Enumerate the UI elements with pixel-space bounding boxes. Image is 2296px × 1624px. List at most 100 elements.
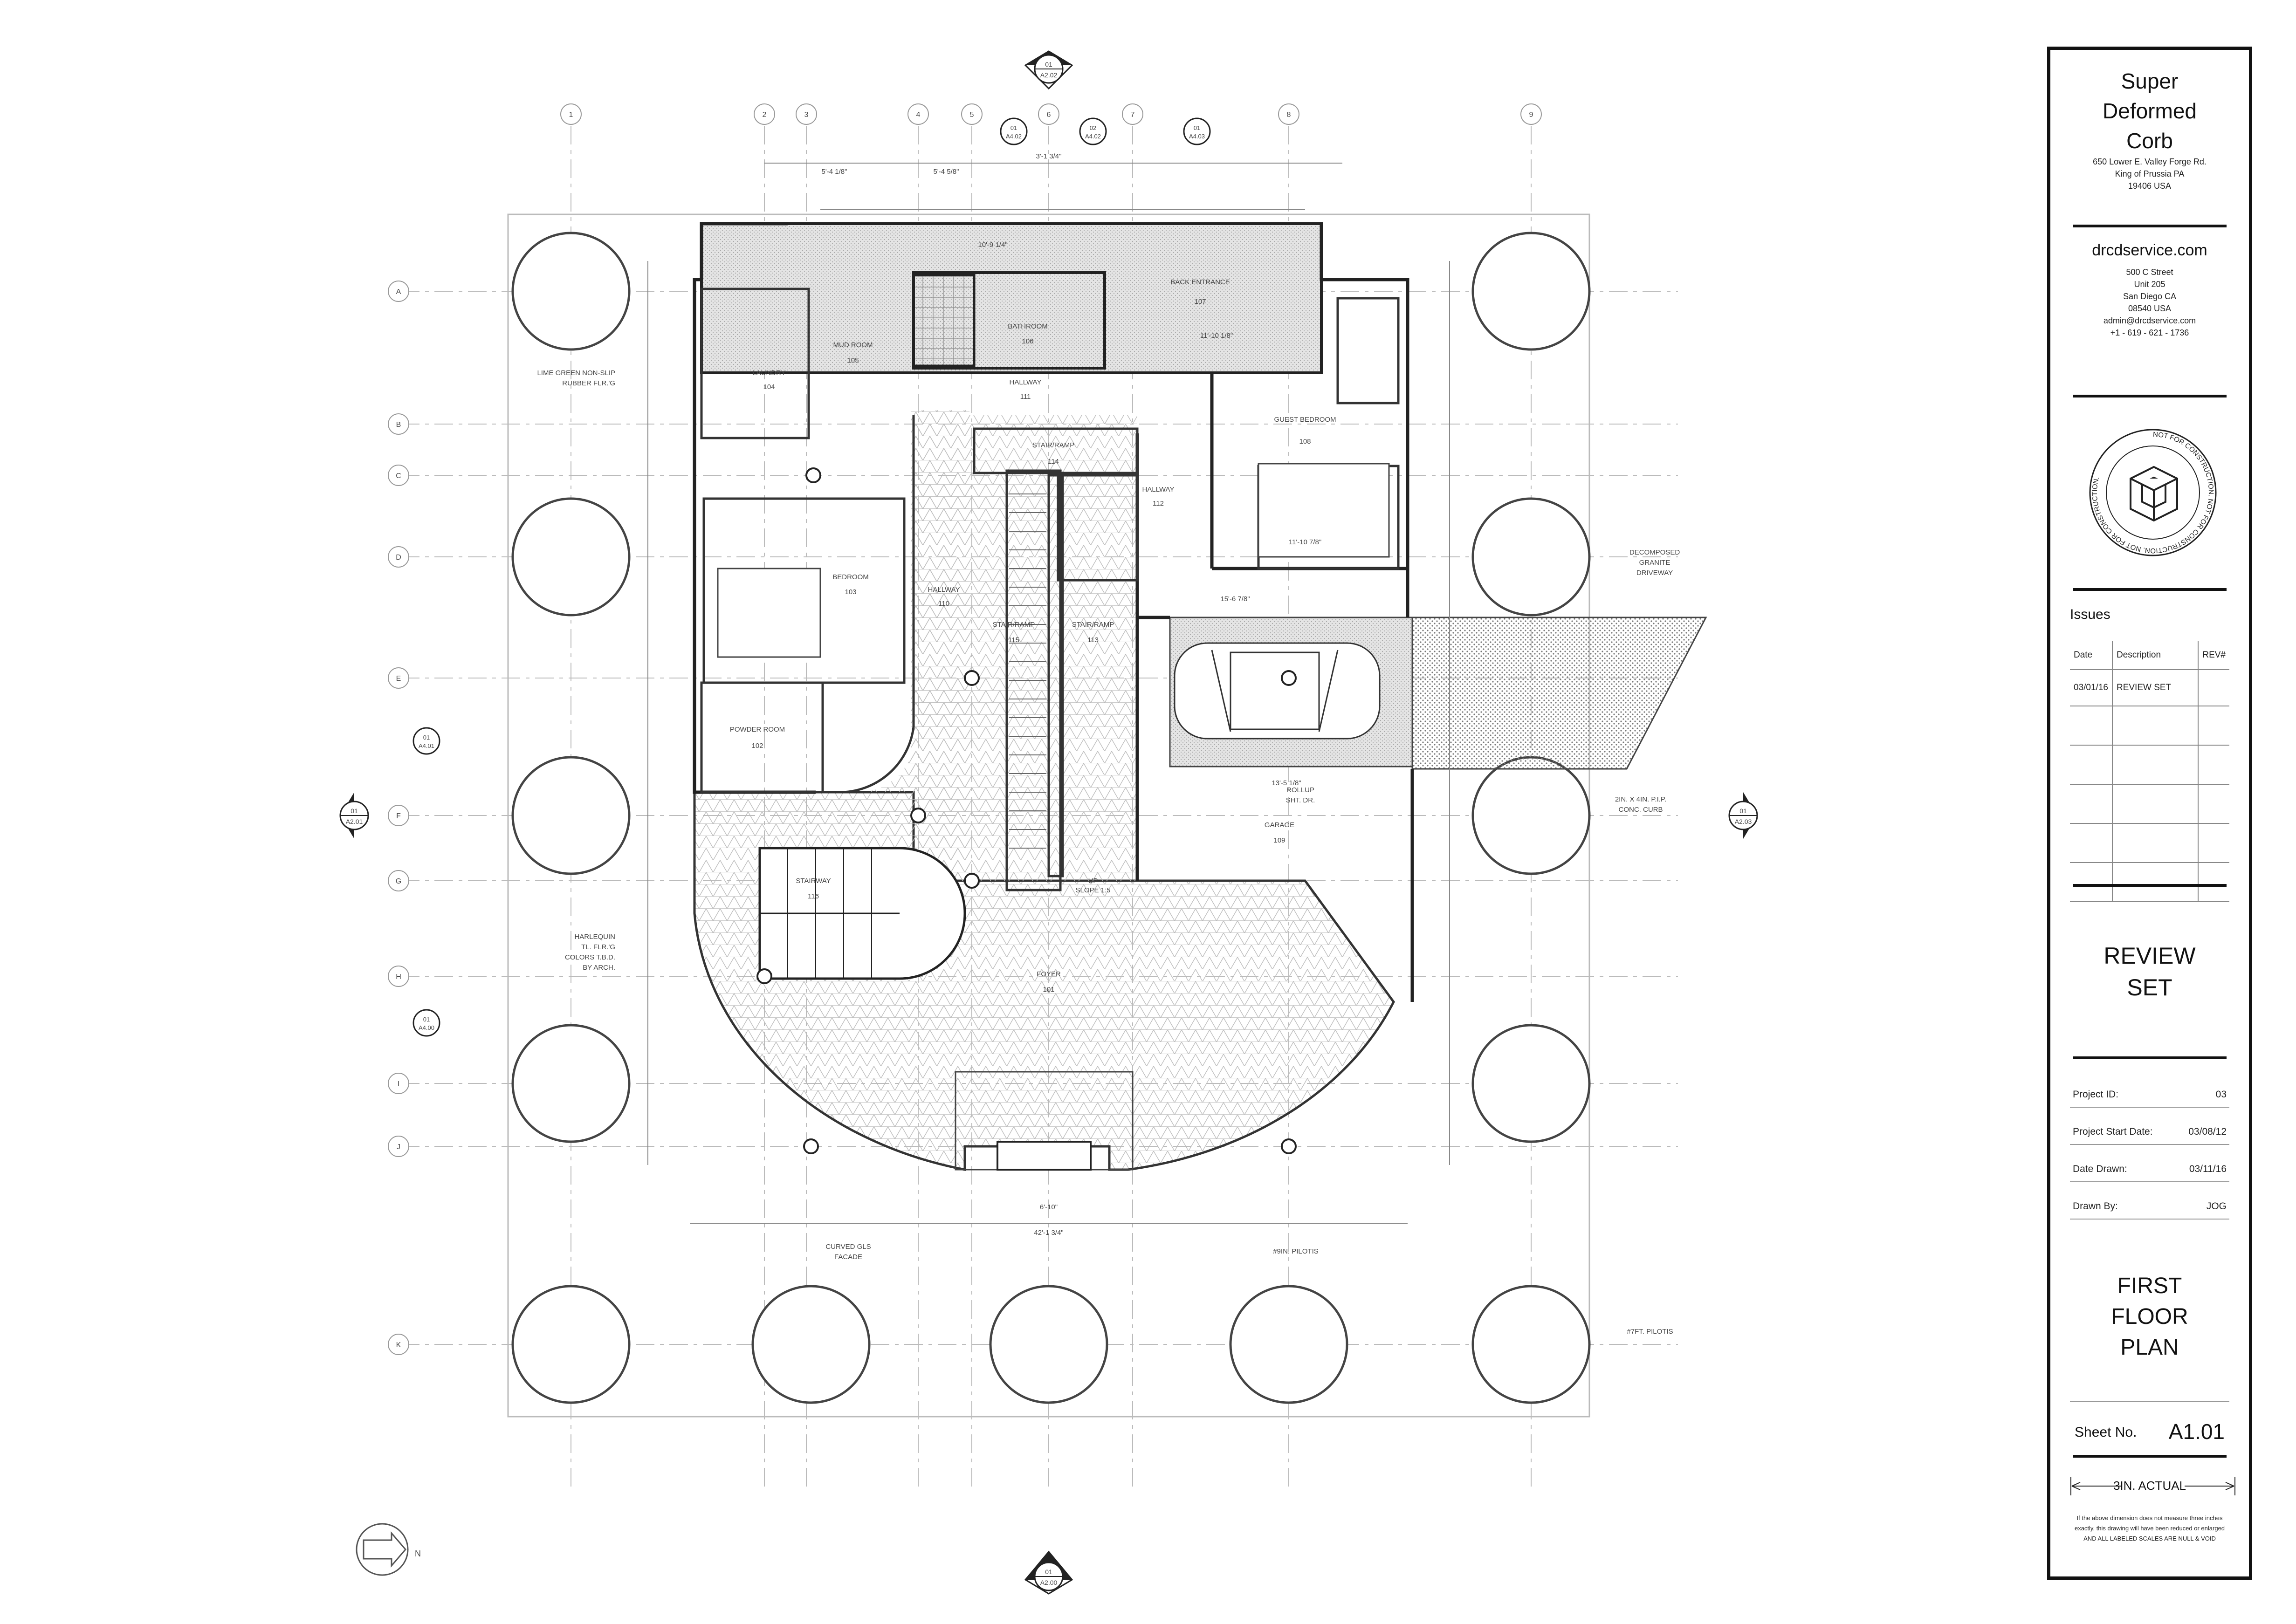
elevation-sheet: A4.01 — [419, 742, 434, 749]
mud-room-floor — [700, 222, 1323, 374]
status-block: REVIEW SET — [2070, 940, 2229, 1003]
note: SLOPE 1:5 — [1075, 886, 1110, 894]
room-number: 112 — [1153, 500, 1164, 507]
car-symbol — [1174, 642, 1381, 740]
table-row — [2070, 823, 2229, 863]
room-name: BACK ENTRANCE — [1170, 278, 1230, 286]
section-sheet: A2.02 — [1040, 71, 1058, 79]
issues-col-date: Date — [2070, 641, 2113, 670]
grid-label: 3 — [804, 111, 809, 119]
scale-note: AND ALL LABELED SCALES ARE NULL & VOID — [2083, 1535, 2216, 1542]
elevation-number: 01 — [1011, 124, 1017, 131]
project-id-label: Project ID: — [2073, 1089, 2119, 1100]
room-number: 102 — [751, 742, 763, 750]
section-mark-top — [1024, 50, 1073, 90]
issues-header-row: Date Description REV# — [2070, 641, 2229, 670]
firm-address: 650 Lower E. Valley Forge Rd. — [2093, 157, 2207, 166]
divider — [2073, 225, 2227, 227]
consultant-address: 500 C Street — [2126, 267, 2173, 277]
dimension-label: 3'-1 3/4" — [1036, 152, 1062, 160]
interior-walls — [700, 288, 1400, 891]
grid-label: 5 — [970, 111, 974, 119]
section-sheet: A2.03 — [1735, 818, 1752, 825]
firm-address: King of Prussia PA — [2115, 169, 2185, 178]
issues-col-description: Description — [2112, 641, 2199, 670]
divider — [2073, 395, 2227, 397]
firm-block: Super Deformed Corb 650 Lower E. Valley … — [2070, 66, 2229, 192]
entry-door — [997, 1141, 1092, 1171]
room-number: 105 — [847, 356, 859, 364]
issues-block: Issues Date Description REV# 03/01/16 RE… — [2070, 607, 2229, 902]
divider — [2073, 1056, 2227, 1059]
note: FACADE — [834, 1253, 862, 1261]
north-arrow-icon — [356, 1523, 409, 1576]
stair-treads — [1009, 493, 1046, 849]
room-number: 111 — [1020, 393, 1031, 401]
scale-note: If the above dimension does not measure … — [2076, 1514, 2223, 1521]
note: UP — [1088, 877, 1098, 885]
grid-label: B — [396, 421, 401, 429]
issues-col-rev: REV# — [2198, 641, 2229, 670]
room-name: HALLWAY — [928, 586, 960, 594]
bathroom-room — [912, 271, 1106, 370]
north-label: N — [415, 1549, 421, 1558]
room-name: STAIR/RAMP — [993, 621, 1035, 629]
note: #7FT. PILOTIS — [1627, 1328, 1673, 1336]
section-sheet: A2.00 — [1040, 1579, 1058, 1586]
room-number: 106 — [1022, 337, 1033, 345]
section-mark-left — [339, 792, 369, 839]
divider — [2073, 588, 2227, 591]
section-number: 01 — [351, 807, 358, 815]
table-row — [2070, 784, 2229, 824]
project-start-value: 03/08/12 — [2188, 1126, 2227, 1137]
room-name: BEDROOM — [832, 573, 869, 581]
stamp-block: NOT FOR CONSTRUCTION. NOT FOR CONSTRUCTI… — [2070, 409, 2229, 576]
dimension-label: 11'-10 1/8" — [1200, 332, 1233, 340]
date-drawn-label: Date Drawn: — [2073, 1164, 2127, 1174]
room-number: 113 — [1087, 636, 1099, 644]
issue-description: REVIEW SET — [2112, 670, 2199, 706]
note: BY ARCH. — [583, 964, 615, 972]
grid-label: 2 — [763, 111, 767, 119]
floor-plan-drawing: 1 2 3 4 5 6 7 8 9 A B C D E F G H I J K — [339, 50, 1758, 1595]
section-number: 01 — [1045, 1568, 1052, 1576]
firm-name-line: Super — [2121, 69, 2179, 93]
scale-block: 3IN. ACTUAL If the above dimension does … — [2070, 1466, 2235, 1569]
dimension-lines — [647, 163, 1450, 1224]
dimension-label: 42'-1 3/4" — [1034, 1229, 1063, 1237]
hallway-floor — [911, 410, 969, 881]
sheet-title-line: PLAN — [2120, 1335, 2179, 1360]
note: #9IN. PILOTIS — [1273, 1247, 1319, 1255]
grid-label: 7 — [1131, 111, 1135, 119]
note: GRANITE — [1639, 559, 1670, 567]
elevation-sheet: A4.00 — [419, 1024, 434, 1031]
dimension-label: 11'-10 7/8" — [1289, 538, 1321, 546]
project-start-row: Project Start Date: 03/08/12 — [2070, 1108, 2229, 1145]
grid-bubbles — [388, 103, 1542, 1355]
grid-label: K — [396, 1341, 401, 1349]
room-name: GARAGE — [1265, 821, 1294, 829]
firm-name-line: Deformed — [2103, 99, 2197, 123]
stairway-116 — [758, 847, 966, 980]
sheet-title-line: FLOOR — [2111, 1304, 2188, 1329]
consultant-block: drcdservice.com 500 C Street Unit 205 Sa… — [2070, 240, 2229, 339]
sheet-title-line: FIRST — [2117, 1274, 2182, 1298]
grid-label: D — [396, 554, 401, 562]
consultant-address: Unit 205 — [2134, 280, 2165, 289]
guest-bed — [1258, 463, 1390, 558]
room-number: 114 — [1048, 458, 1059, 466]
section-mark-right — [1728, 792, 1758, 839]
grid-label: I — [398, 1080, 399, 1088]
elevation-number: 01 — [423, 734, 430, 741]
firm-address: 19406 USA — [2128, 181, 2172, 191]
grid-label: 9 — [1529, 111, 1533, 119]
issues-table: Date Description REV# 03/01/16 REVIEW SE… — [2070, 641, 2229, 902]
bathroom-floor — [912, 274, 976, 367]
project-info: Project ID: 03 Project Start Date: 03/08… — [2070, 1070, 2229, 1224]
room-number: 115 — [1008, 636, 1019, 644]
elevation-sheet: A4.02 — [1006, 133, 1022, 140]
room-name: GUEST BEDROOM — [1274, 416, 1336, 424]
grid-label: H — [396, 973, 401, 981]
note: RUBBER FLR.'G — [562, 379, 615, 387]
dimension-label: 10'-9 1/4" — [978, 241, 1007, 249]
